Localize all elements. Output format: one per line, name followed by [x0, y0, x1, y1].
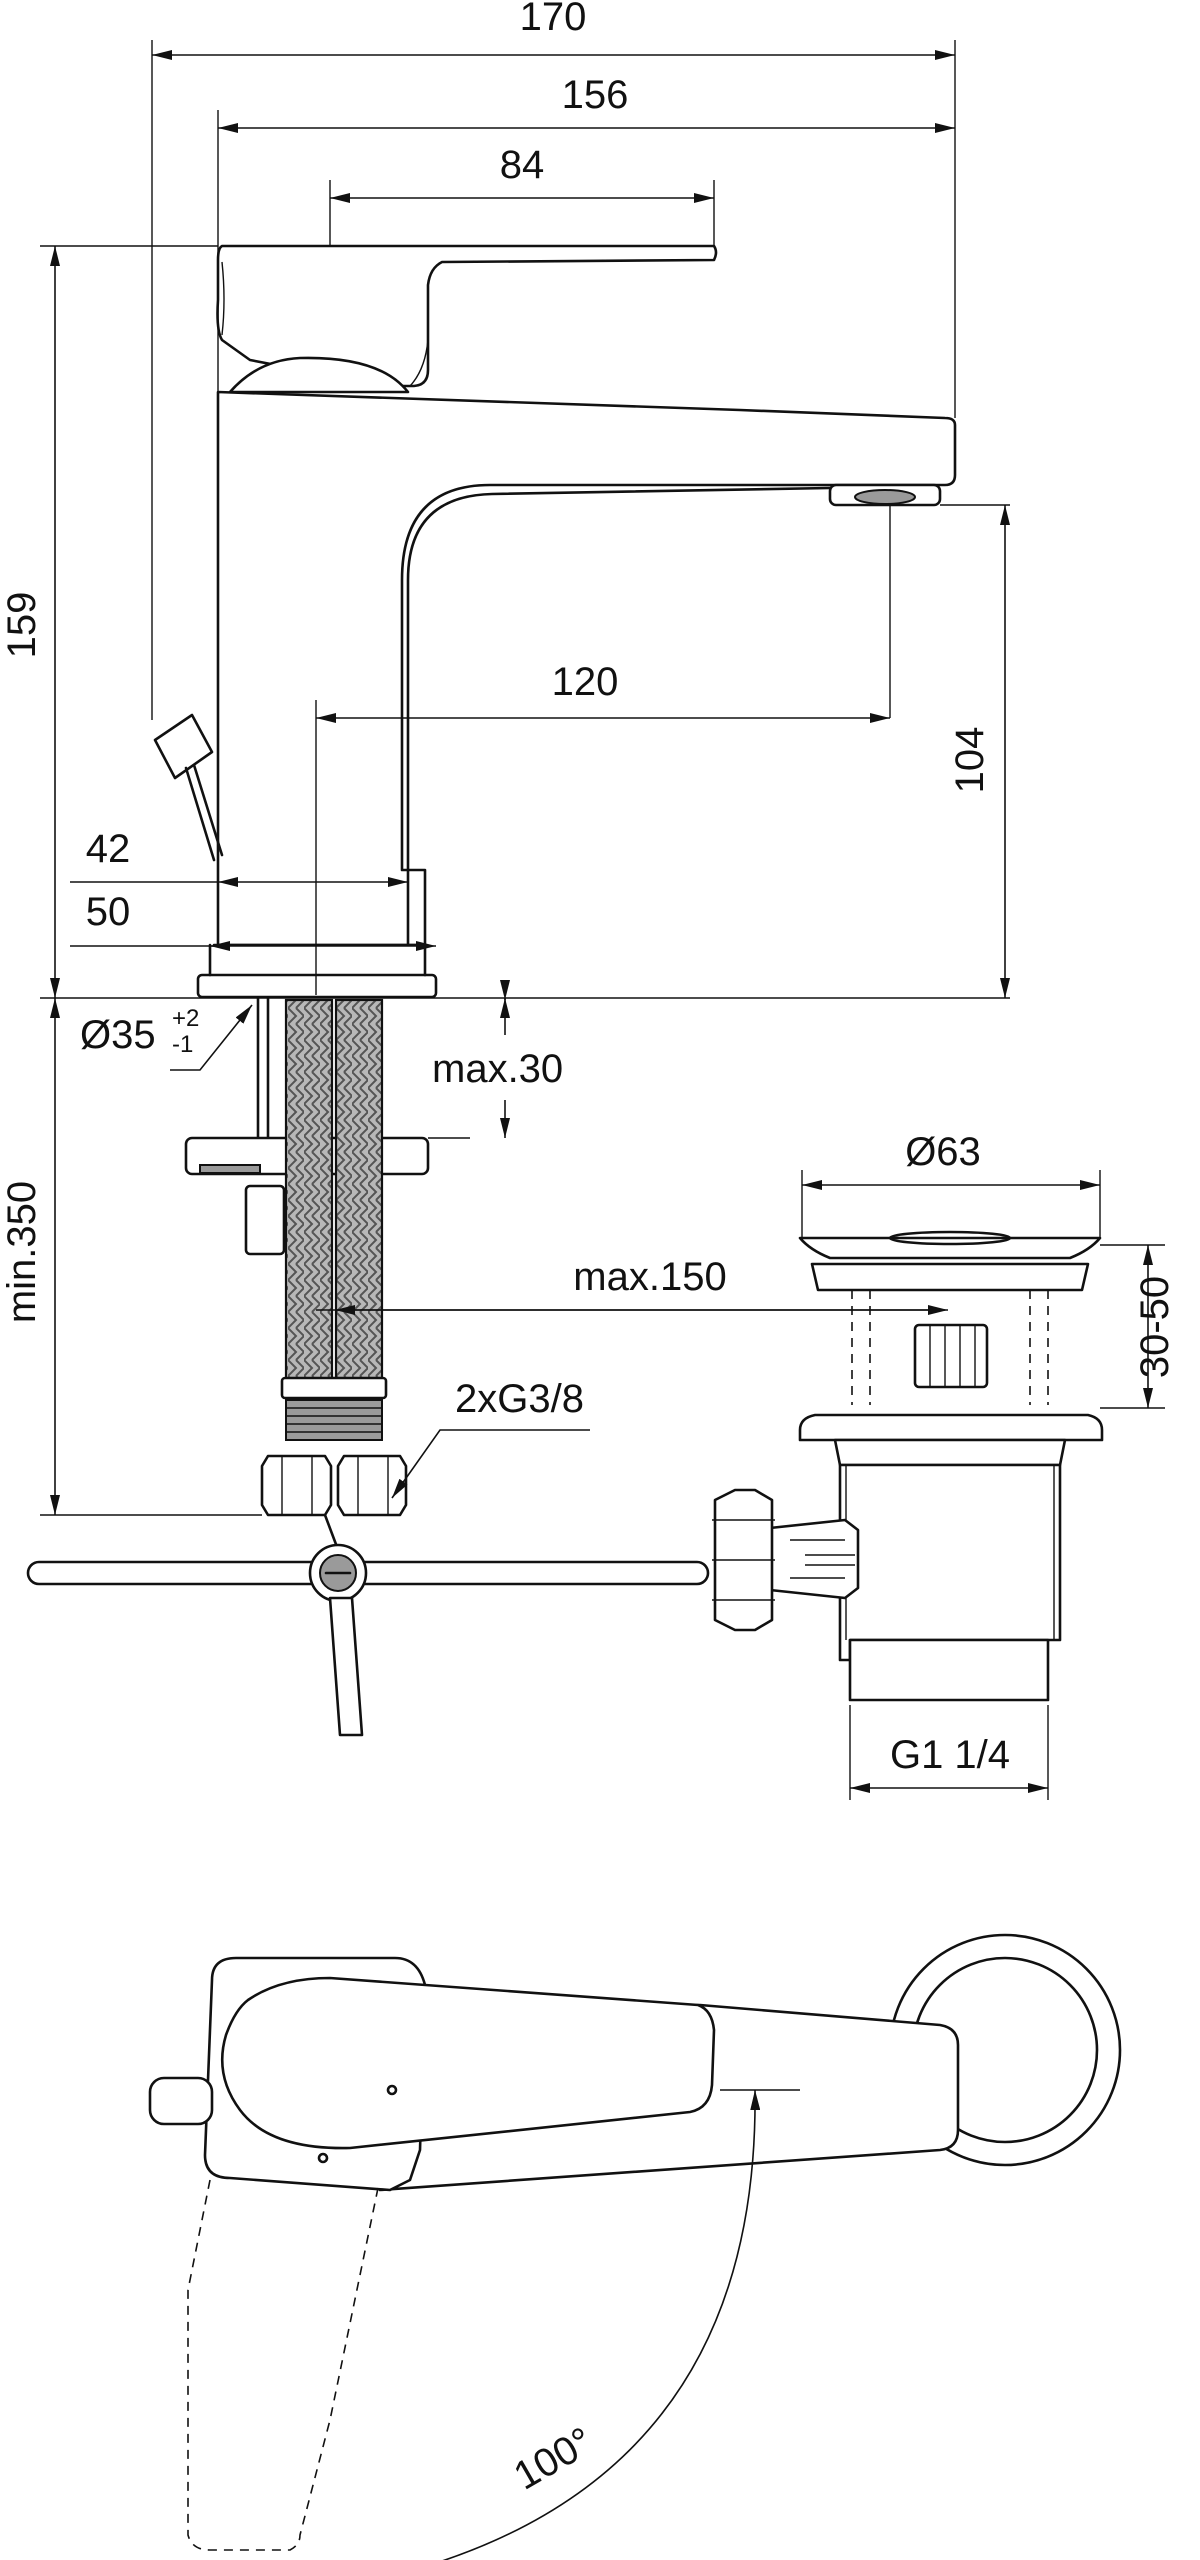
waste-flange: [798, 1413, 1104, 1442]
dim-159: 159: [0, 592, 44, 659]
hex-nut-right: [336, 1454, 408, 1517]
dim-hole-tol-minus: -1: [172, 1031, 193, 1058]
dim-connection: 2xG3/8: [455, 1377, 584, 1421]
dim-hole-tol-plus: +2: [172, 1005, 199, 1032]
flex-hose-right: [334, 998, 384, 1382]
lever-rotated-outline: [187, 2179, 379, 2551]
dim-120: 120: [552, 660, 619, 704]
tail-pipe: [848, 1638, 1050, 1702]
rotation-arc: [395, 2089, 761, 2560]
faucet-top-view: [148, 1933, 1122, 2560]
hex-nut-left: [260, 1454, 333, 1517]
faucet-body: [216, 390, 957, 947]
base-flange: [196, 973, 438, 999]
dim-d63: Ø63: [905, 1130, 981, 1174]
dim-84: 84: [500, 143, 545, 187]
dim-30-50: 30-50: [1133, 1276, 1177, 1378]
under-counter-assembly: [26, 996, 710, 1737]
dim-42: 42: [86, 827, 131, 871]
dim-104: 104: [948, 727, 992, 794]
dim-waste-thread: G1 1/4: [890, 1733, 1010, 1777]
plug-cap: [798, 1236, 1102, 1260]
lift-rod-knob: [153, 713, 214, 780]
flex-hose-left: [284, 998, 334, 1382]
dim-hole-diameter: Ø35: [80, 1013, 156, 1057]
dim-max30: max.30: [432, 1047, 563, 1091]
fixing-nut: [244, 1184, 286, 1256]
dim-170: 170: [520, 0, 587, 39]
dimension-labels: 170 156 84 159 120 104 42 50 Ø35 +2 -1 m…: [0, 0, 1177, 2498]
lift-rod-top: [148, 2076, 214, 2126]
dim-156: 156: [562, 73, 629, 117]
waste-body: [838, 1463, 1062, 1662]
body-dome: [228, 356, 410, 394]
dim-min350: min.350: [0, 1181, 44, 1323]
lift-rod: [26, 1560, 710, 1586]
stopper-mechanism: [913, 1323, 989, 1389]
dimension-lines: [40, 40, 1165, 1800]
dim-max150: max.150: [573, 1255, 726, 1299]
faucet-side-view: [153, 244, 957, 999]
pop-up-waste: [712, 1230, 1104, 1702]
dim-50: 50: [86, 890, 131, 934]
